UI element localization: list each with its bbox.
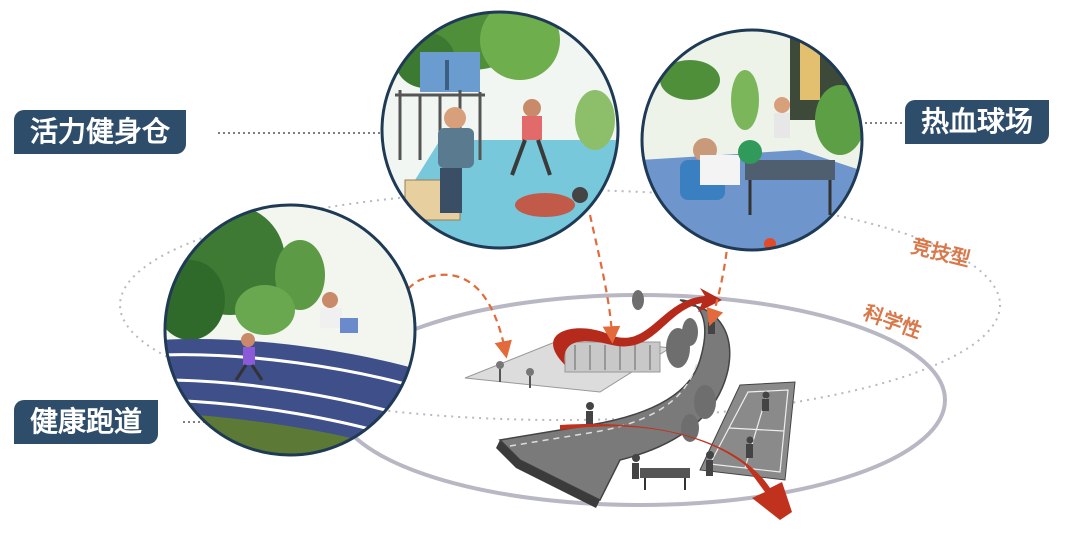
competitive-ring-label: 竞技型 [909, 234, 973, 272]
running-track-label: 健康跑道 [14, 400, 159, 444]
central-trees [632, 290, 716, 442]
orange-connector-arrows [356, 214, 730, 371]
pingpong-table [640, 468, 690, 478]
sports-court-label: 热血球场 [905, 100, 1050, 144]
fitness-pod-label: 活力健身仓 [14, 110, 187, 154]
sports-court-illustration [640, 28, 864, 252]
running-track-illustration [163, 203, 417, 457]
red-flow-arrow-bottom [560, 424, 792, 520]
central-figures [586, 314, 770, 479]
central-illustration [464, 288, 796, 520]
red-flow-arrow-top [553, 288, 722, 365]
fitness-pod-illustration [380, 10, 620, 250]
court-strip [699, 381, 796, 481]
scientific-ring-label: 科学性 [860, 300, 925, 343]
